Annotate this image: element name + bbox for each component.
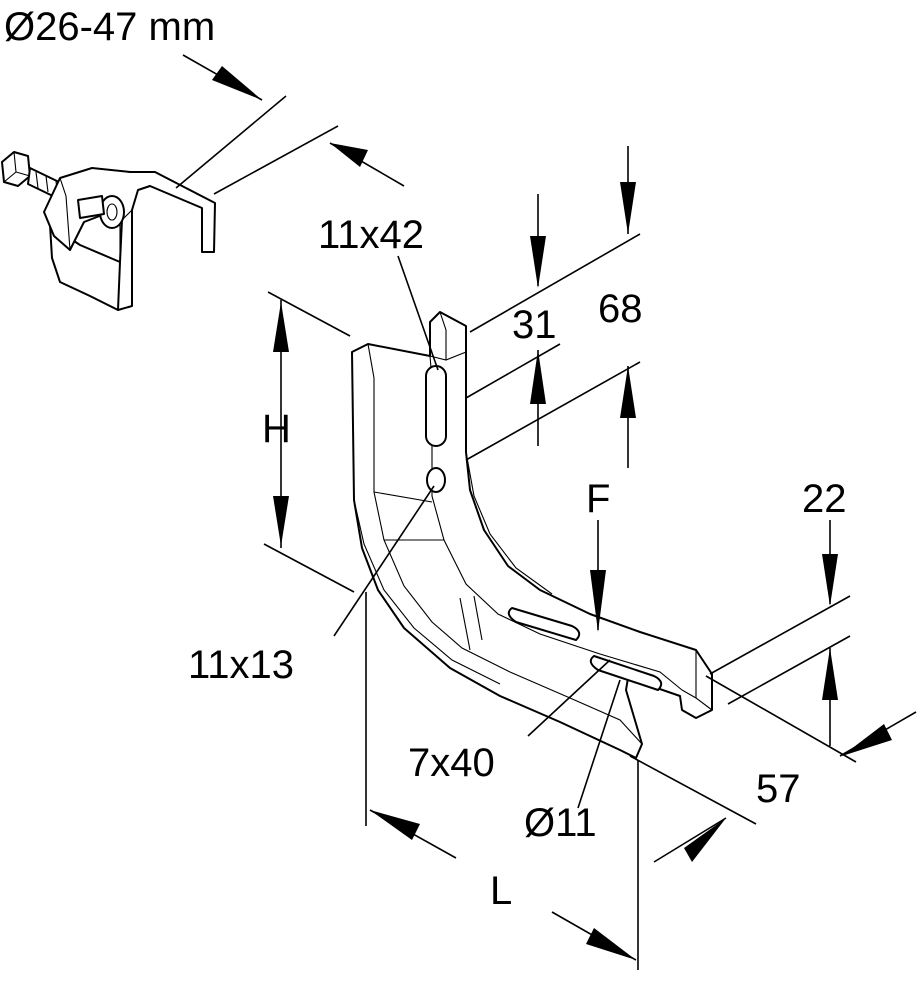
slot-11x42-label: 11x42 — [318, 213, 424, 257]
leader-11x42 — [397, 255, 439, 371]
arrow-head — [822, 648, 838, 700]
leader-d11 — [577, 679, 621, 809]
slot-7x40 — [507, 607, 581, 641]
arrow-head — [273, 496, 289, 546]
arrow-head — [620, 182, 636, 234]
arrow-head — [530, 236, 546, 288]
arrow-head — [822, 554, 838, 606]
hole-11x13 — [426, 467, 446, 493]
beam-clamp — [1, 151, 216, 311]
hole-d11-label: Ø11 — [524, 801, 597, 845]
arrow-head — [590, 570, 606, 632]
arrow-head — [330, 143, 368, 167]
dim-h-label: H — [262, 407, 291, 451]
dim-68-label: 68 — [598, 287, 643, 331]
arrow-head — [212, 66, 262, 100]
dim-l-label: L — [490, 869, 512, 913]
clamp-diameter-label: Ø26-47 mm — [4, 5, 215, 49]
arrow-head — [273, 302, 289, 352]
arrow-head — [586, 928, 636, 960]
leader-7x40 — [527, 659, 611, 737]
arrow-head — [530, 350, 546, 404]
clamp-dimension — [175, 54, 405, 195]
arrow-head — [620, 366, 636, 418]
slot-7x40 — [589, 655, 663, 691]
hole-11x13-label: 11x13 — [188, 643, 294, 687]
leader-11x13 — [333, 485, 435, 637]
slot-7x40-label: 7x40 — [408, 741, 495, 785]
dim-f-label: F — [586, 477, 610, 521]
arrow-head — [684, 818, 726, 862]
slot-11x42 — [425, 365, 447, 447]
wall-bracket — [351, 311, 713, 759]
dim-57-label: 57 — [756, 767, 801, 811]
dim-31-label: 31 — [512, 303, 557, 347]
arrow-head — [842, 724, 892, 756]
dimension-lines — [263, 146, 917, 970]
arrow-head — [370, 810, 420, 840]
dim-22-label: 22 — [802, 477, 847, 521]
